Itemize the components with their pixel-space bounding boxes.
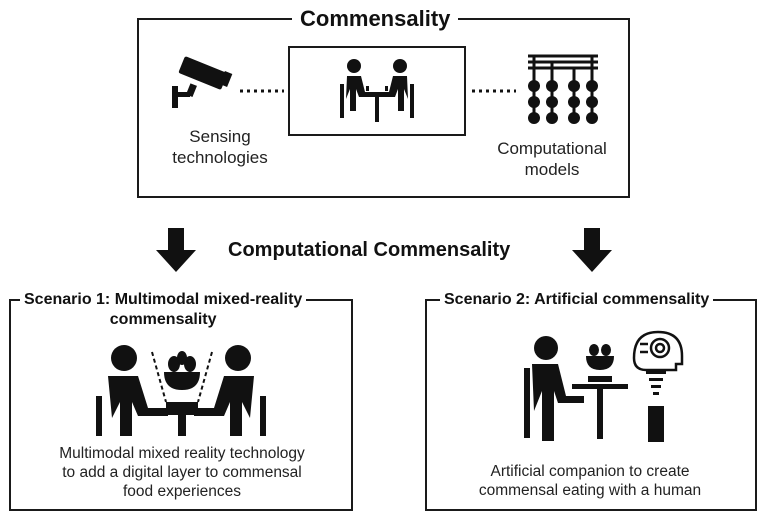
mixed-reality-dining-icon (96, 345, 266, 436)
scenario1-description: Multimodal mixed reality technology to a… (22, 444, 342, 501)
scenario2-description: Artificial companion to create commensal… (432, 462, 748, 500)
camera-icon (172, 56, 233, 108)
models-label-line1: Computational (497, 139, 607, 158)
sensing-technologies-label: Sensing technologies (160, 126, 280, 168)
models-label-line2: models (524, 160, 580, 179)
scenario2-title: Scenario 2: Artificial commensality (440, 290, 714, 310)
scenario1-title-line1: Scenario 1: Multimodal mixed-reality (24, 291, 303, 308)
sensing-label-line2: technologies (172, 148, 268, 167)
scenario2-desc-line2: commensal eating with a human (478, 482, 702, 499)
scenario1-desc-line3: food experiences (122, 483, 242, 500)
dotted-connector-right (472, 89, 516, 93)
arrow-down-left (156, 228, 196, 272)
diners-icon (340, 59, 414, 122)
robot-companion-dining-icon (524, 330, 684, 442)
arrow-down-right (572, 228, 612, 272)
diners-frame (288, 46, 466, 136)
scenario1-title-line2: commensality (109, 311, 217, 328)
neural-network-icon (528, 54, 598, 124)
scenario2-desc-line1: Artificial companion to create (490, 463, 690, 480)
scenario1-title: Scenario 1: Multimodal mixed-reality com… (20, 290, 307, 330)
scenario1-desc-line1: Multimodal mixed reality technology (59, 445, 305, 462)
commensality-title: Commensality (292, 6, 459, 32)
scenario1-desc-line2: to add a digital layer to commensal (62, 464, 302, 481)
computational-models-label: Computational models (482, 138, 622, 180)
dotted-connector-left (240, 89, 284, 93)
sensing-label-line1: Sensing (189, 127, 251, 146)
computational-commensality-title: Computational Commensality (228, 239, 511, 262)
